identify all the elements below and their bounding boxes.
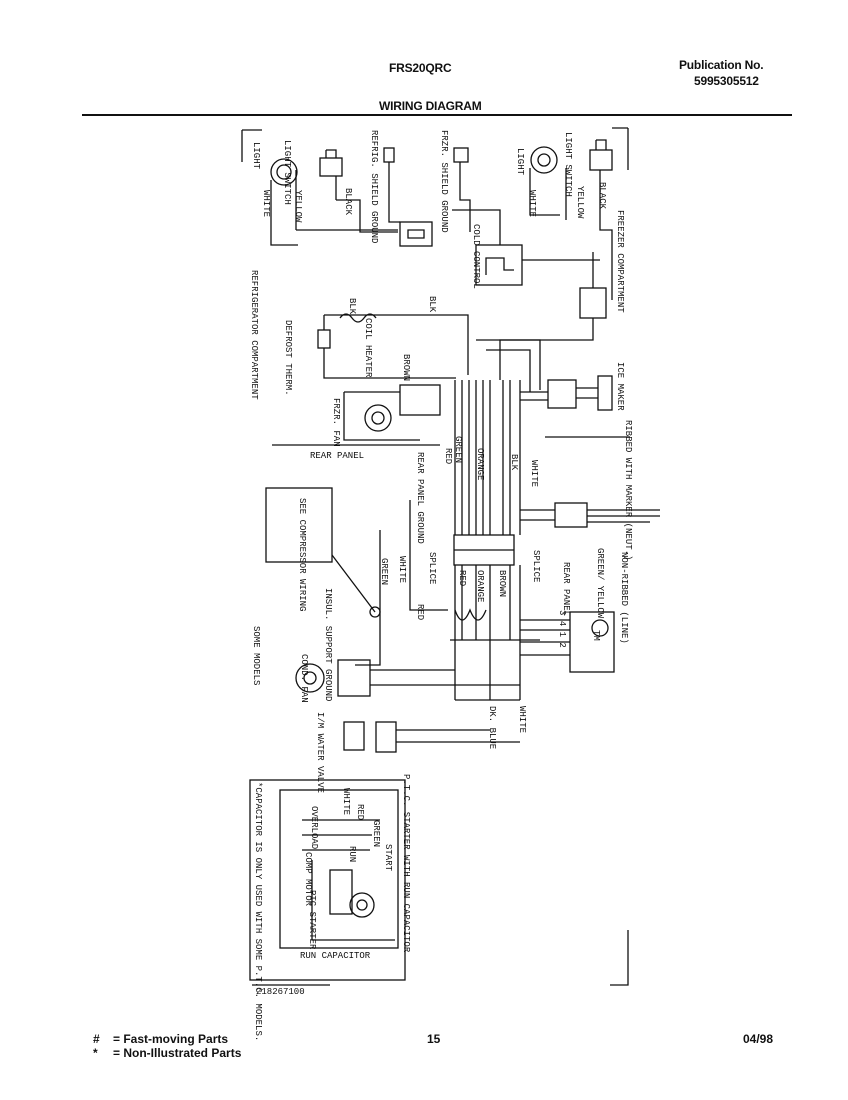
label-green-5: GREEN [371, 820, 381, 847]
label-some-models: SOME MODELS [251, 626, 261, 685]
label-blk-1: BLK [427, 296, 437, 313]
label-im-water-valve: I/M WATER VALVE [315, 712, 325, 793]
label-see-compressor-wiring: SEE COMPRESSOR WIRING [297, 498, 307, 611]
label-yellow-left: YELLOW [293, 190, 303, 223]
label-red-2: RED [457, 570, 467, 586]
legend-fast-moving: # = Fast-moving Parts [93, 1032, 241, 1046]
label-white-3: WHITE [529, 460, 539, 487]
label-green-1: GREEN [453, 436, 463, 463]
label-non-ribbed: NON-RIBBED (LINE) [619, 552, 629, 644]
title-rule [82, 114, 792, 116]
left-bulb-shape [270, 158, 298, 186]
label-blk-3: BLK [509, 454, 519, 471]
legend-text: = Fast-moving Parts [113, 1032, 229, 1046]
label-ribbed-with-marker: RIBBED WITH MARKER (NEUT.) [623, 420, 633, 560]
label-ptc-starter-with-run-capacitor: P.T.C. STARTER WITH RUN CAPACITOR [401, 774, 411, 953]
label-orange-2: ORANGE [475, 570, 485, 602]
label-run: RUN [347, 846, 357, 862]
label-insul-support-ground: INSUL. SUPPORT GROUND [323, 588, 333, 701]
legend-symbol: # [93, 1032, 100, 1046]
legend-text: = Non-Illustrated Parts [113, 1046, 242, 1060]
frame-corner-tl [241, 129, 262, 162]
label-refrigerator-compartment: REFRIGERATOR COMPARTMENT [249, 270, 259, 400]
legend-non-illustrated: * = Non-Illustrated Parts [93, 1046, 241, 1060]
label-ice-maker: ICE MAKER [615, 362, 625, 411]
label-black-right: BLACK [597, 182, 607, 210]
footer-legend: # = Fast-moving Parts * = Non-Illustrated … [93, 1032, 241, 1060]
label-ptc-starter: PTC STARTER [307, 890, 317, 950]
label-red-5: RED [355, 804, 365, 820]
label-timer-terminals: 3 4 1 2 [557, 610, 567, 648]
page-title: WIRING DIAGRAM [379, 99, 482, 113]
label-cold-control: COLD CONTROL [471, 224, 481, 289]
label-timer: TM [591, 630, 601, 641]
label-rear-panel-2: REAR PANEL [561, 562, 571, 616]
label-light-switch-right: LIGHT SWITCH [563, 132, 573, 197]
label-brown-1: BROWN [401, 354, 411, 381]
label-run-capacitor: RUN CAPACITOR [300, 951, 371, 961]
label-frzr-fan: FRZR. FAN [331, 398, 341, 447]
label-white-4: WHITE [517, 706, 527, 733]
label-freezer-compartment: FREEZER COMPARTMENT [615, 210, 625, 313]
label-black-left: BLACK [343, 188, 353, 216]
label-splice-2: SPLICE [531, 550, 541, 582]
label-white-left: WHITE [261, 190, 271, 217]
label-white-right: WHITE [527, 190, 537, 217]
label-dk-blue: DK. BLUE [487, 706, 497, 749]
page-number: 15 [427, 1032, 441, 1046]
label-defrost-therm: DEFROST THERM. [283, 320, 293, 396]
label-comp-motor: COMP MOTOR [303, 852, 313, 907]
label-rear-panel-ground: REAR PANEL GROUND [415, 452, 425, 544]
label-light-left: LIGHT [251, 142, 261, 170]
label-overload: OVERLOAD [309, 806, 319, 849]
publication-label: Publication No. [679, 58, 764, 72]
label-green-yellow: GREEN/ YELLOW [595, 548, 605, 619]
label-green-2: GREEN [379, 558, 389, 585]
label-coil-heater: COIL HEATER [363, 318, 373, 378]
label-blk-2: BLK [347, 298, 357, 315]
revision-date: 04/98 [743, 1032, 774, 1046]
publication-number: 5995305512 [694, 74, 759, 88]
label-start: START [383, 844, 393, 872]
label-drawing-number: 218267100 [256, 987, 305, 997]
label-yellow-right: YELLOW [575, 186, 585, 219]
frame-corner-tr [612, 127, 629, 170]
label-frzr-shield-ground: FRZR. SHIELD GROUND [439, 130, 449, 233]
label-rear-panel: REAR PANEL [310, 451, 364, 461]
label-white-2: WHITE [397, 556, 407, 583]
label-splice-1: SPLICE [427, 552, 437, 584]
label-brown-2: BROWN [497, 570, 507, 597]
label-capacitor-note: *CAPACITOR IS ONLY USED WITH SOME P.T.C.… [253, 782, 263, 1041]
label-orange-1: ORANGE [475, 448, 485, 480]
label-light-switch-left: LIGHT SWITCH [282, 140, 292, 205]
model-number: FRS20QRC [389, 61, 452, 75]
legend-symbol: * [93, 1046, 98, 1060]
label-refrig-shield-ground: REFRIG. SHIELD GROUND [369, 130, 379, 243]
label-cond-fan: COND. FAN [299, 654, 309, 703]
label-red-3: RED [415, 604, 425, 620]
label-light-right: LIGHT [515, 148, 525, 176]
label-white-5: WHITE [341, 788, 351, 815]
label-red-1: RED [443, 448, 453, 464]
